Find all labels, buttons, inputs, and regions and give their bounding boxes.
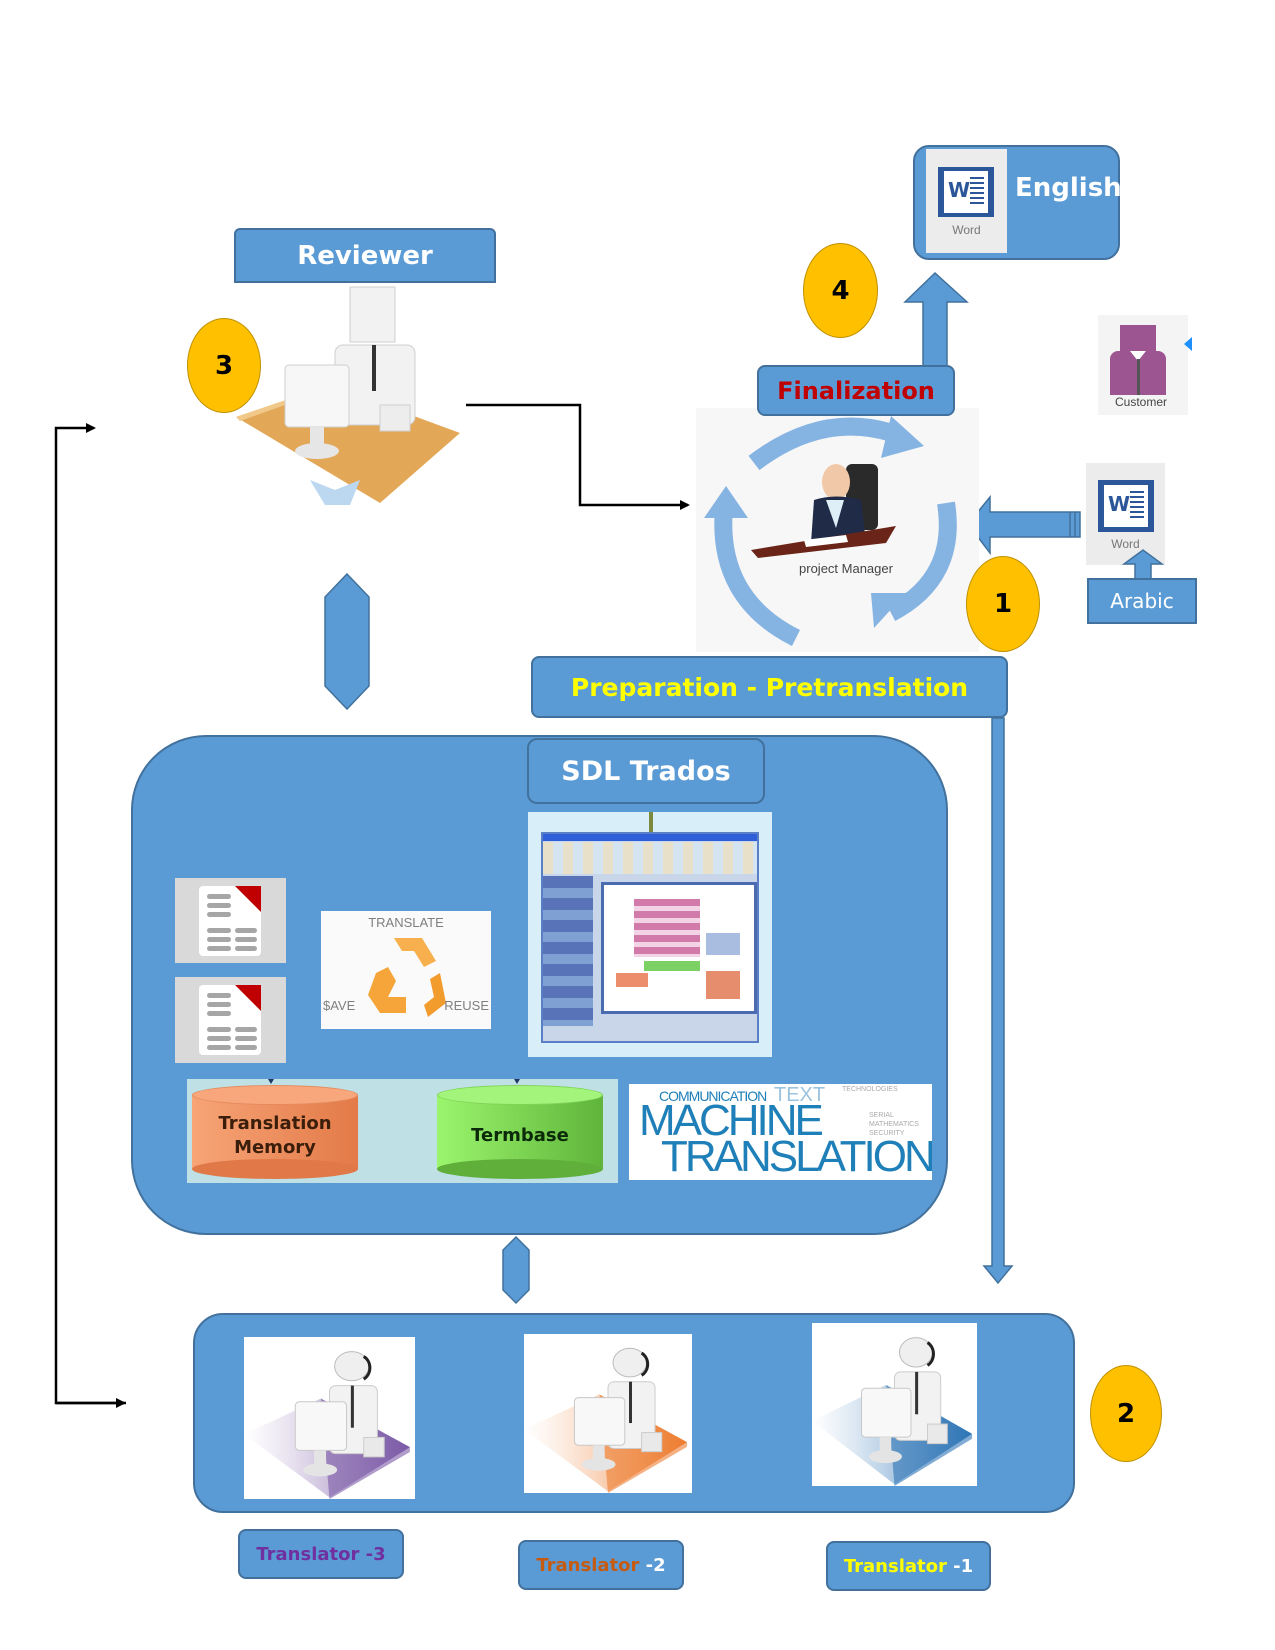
preparation-label-box: Preparation - Pretranslation: [531, 656, 1008, 718]
translation-memory-line2: Memory: [234, 1137, 316, 1158]
translator-3-workstation-icon: [244, 1337, 415, 1499]
machine-translation-image: COMMUNICATION TEXT TECHNOLOGIES SERIAL M…: [629, 1084, 932, 1180]
translator-1-suffix: -1: [953, 1555, 974, 1577]
mt-tag-serial: SERIAL: [869, 1112, 894, 1119]
step-badge-4: 4: [803, 243, 878, 338]
monitor: [861, 1387, 912, 1438]
step-badge-3: 3: [187, 318, 261, 413]
translator-2-suffix: -2: [645, 1554, 666, 1576]
mt-tag-text: TEXT: [774, 1084, 826, 1106]
preparation-label: Preparation - Pretranslation: [570, 672, 969, 702]
termbase-db: Termbase: [437, 1085, 603, 1179]
recycle-top-label: TRANSLATE: [368, 915, 444, 930]
document-icon: [175, 878, 286, 963]
sdl-trados-title-box: SDL Trados: [527, 738, 765, 804]
reviewer-workstation-icon: [230, 285, 470, 505]
mt-headline-translation: TRANSLATION: [661, 1132, 932, 1180]
sdl-translators-double-arrow: [502, 1235, 530, 1305]
word-icon-caption: Word: [952, 223, 981, 237]
databases-panel: Translation Memory Termbase: [187, 1079, 618, 1183]
english-label: English: [1015, 173, 1122, 203]
word-icon: W Word: [926, 149, 1007, 253]
termbase-label: Termbase: [471, 1125, 569, 1146]
recycle-left-label: $AVE: [323, 998, 356, 1013]
translator-2-workstation-icon: [524, 1334, 692, 1493]
reviewer-sdl-double-arrow: [324, 572, 370, 711]
preparation-down-arrow: [982, 717, 1014, 1285]
translator-1-label-box: Translator -1: [826, 1541, 991, 1591]
step-badge-2: 2: [1090, 1365, 1162, 1462]
document-icon: [175, 977, 286, 1063]
recycle-icon: [368, 938, 446, 1017]
translation-memory-db: Translation Memory: [192, 1085, 358, 1179]
reviewer-label-box: Reviewer: [234, 228, 496, 283]
headset: [926, 1341, 935, 1367]
head: [898, 1337, 933, 1368]
mt-headline-machine: MACHINE: [639, 1096, 824, 1145]
step-badge-1: 1: [966, 556, 1040, 652]
translator-1-name: Translator: [843, 1555, 947, 1577]
mt-tag-security: SECURITY: [869, 1130, 905, 1137]
finalization-label-box: Finalization: [757, 365, 955, 416]
translator-1-workstation-icon: [812, 1323, 977, 1486]
sdl-trados-title: SDL Trados: [561, 755, 731, 787]
reviewer-label: Reviewer: [297, 240, 433, 271]
mt-tag-mathematics: MATHEMATICS: [869, 1121, 919, 1128]
mt-tag-technologies: TECHNOLOGIES: [842, 1086, 898, 1093]
reviewer-to-pm-line: [466, 403, 690, 510]
project-manager-cycle: project Manager: [696, 408, 979, 652]
translator-3-label-box: Translator -3: [238, 1529, 404, 1579]
monitor: [573, 1397, 626, 1446]
monitor: [294, 1401, 348, 1451]
finalization-label: Finalization: [777, 376, 935, 405]
sdl-trados-app-screenshot: [528, 812, 772, 1057]
head: [612, 1347, 648, 1378]
input-word-caption: Word: [1111, 537, 1140, 551]
mt-tag-communication: COMMUNICATION: [659, 1088, 767, 1104]
arabic-label-box: Arabic: [1087, 578, 1197, 624]
headset: [640, 1351, 650, 1377]
customer-caption: Customer: [1114, 395, 1167, 409]
recycle-translate-save-reuse: TRANSLATE $AVE REUSE: [321, 911, 491, 1029]
customer-icon: Customer: [1098, 315, 1192, 415]
recycle-right-label: REUSE: [444, 998, 489, 1013]
translation-memory-line1: Translation: [218, 1113, 332, 1134]
arabic-label: Arabic: [1110, 589, 1174, 613]
translator-2-name: Translator: [536, 1554, 640, 1576]
translator-2-label-box: Translator -2: [518, 1540, 684, 1590]
input-to-pm-arrow: [967, 494, 1081, 556]
translator-3-name: Translator: [256, 1543, 360, 1565]
head: [334, 1351, 370, 1382]
project-manager-caption: project Manager: [799, 561, 893, 576]
translator-3-suffix: -3: [365, 1543, 386, 1565]
finalization-up-arrow: [903, 271, 969, 367]
english-output-box: W Word English: [913, 145, 1122, 260]
headset: [362, 1355, 372, 1381]
input-word-icon: W Word: [1086, 463, 1165, 565]
arabic-up-arrow: [1121, 549, 1165, 581]
feedback-line-translators-to-reviewer: [54, 423, 126, 1405]
